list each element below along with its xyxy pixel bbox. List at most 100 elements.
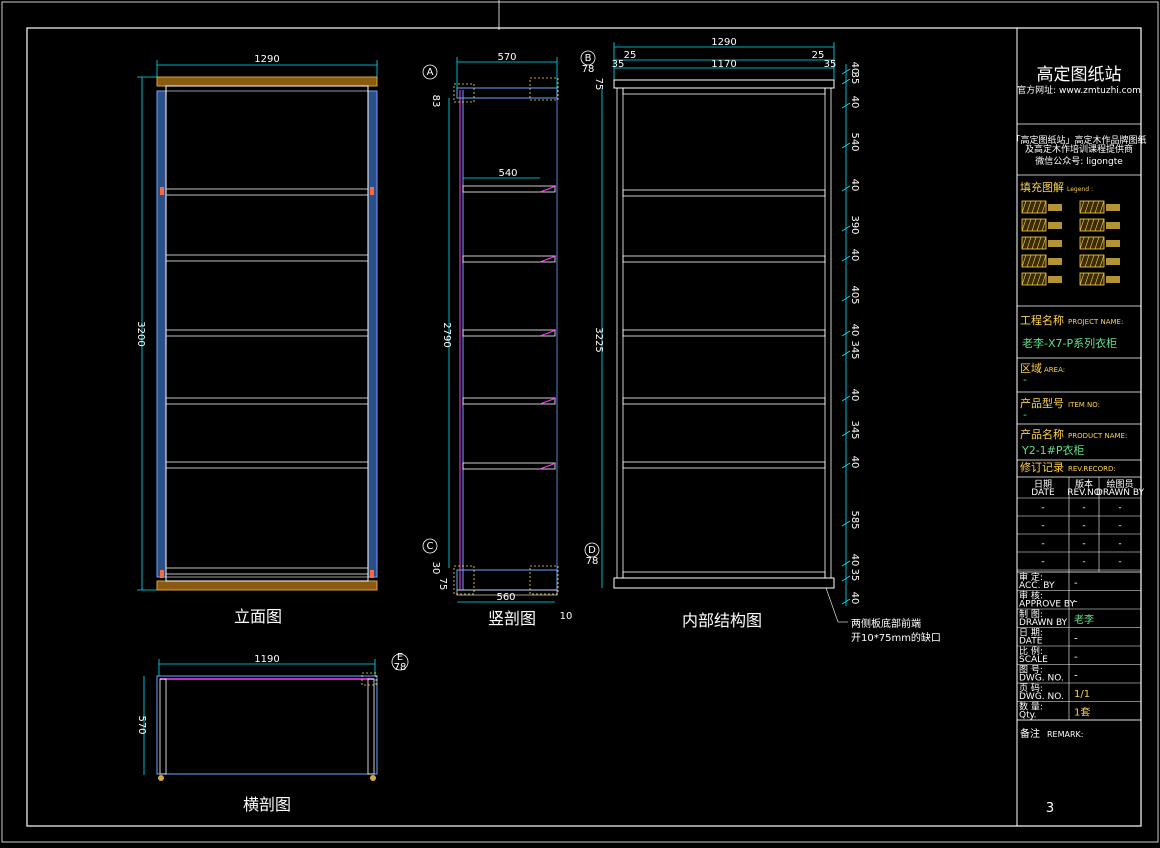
field-value: 1/1: [1074, 689, 1090, 700]
hsection-small-dim: 78: [394, 662, 407, 673]
internal-right-dim: 40: [849, 249, 860, 262]
internal-right-dim: 585: [849, 510, 860, 529]
field-label-en: Qty.: [1019, 711, 1037, 721]
internal-note-line1: 两侧板底部前端: [851, 617, 921, 630]
dim-tick: [841, 255, 851, 262]
internal-right-dim: 35: [849, 72, 860, 85]
internal-s-left-dim: 35: [612, 59, 625, 70]
project-value: 老李-X7-P系列衣柜: [1022, 336, 1117, 350]
elevation-width-dim: 1290: [254, 54, 279, 65]
rev-cell: -: [1082, 539, 1085, 549]
internal-s-right-dim: 35: [824, 59, 837, 70]
section-side-dim: 10: [560, 611, 573, 622]
brand-name: 高定图纸站: [1037, 65, 1122, 85]
elevation-height-dim: 3200: [135, 321, 146, 346]
section-d2-dim: 30: [430, 562, 441, 575]
rev-col-cn: 绘图员: [1106, 478, 1133, 490]
internal-right-dim: 40: [849, 179, 860, 192]
internal-right-dim: 345: [849, 420, 860, 439]
internal-inner-width-dim: 1170: [711, 59, 736, 70]
internal-right-dim: 40: [849, 592, 860, 605]
rev-cell: -: [1082, 521, 1085, 531]
section-top-small-dim: 78: [582, 64, 595, 75]
product-en: PRODUCT NAME:: [1068, 432, 1127, 440]
product-value: Y2-1#P衣柜: [1021, 443, 1085, 457]
field-label-en: ACC. BY: [1019, 581, 1055, 591]
section-tag-d: D: [588, 545, 596, 556]
item-en: ITEM NO:: [1068, 401, 1100, 409]
field-label-cn: 页 码:: [1019, 683, 1043, 694]
rev-cell: -: [1041, 557, 1044, 567]
page-number: 3: [1046, 801, 1054, 816]
item-label: 产品型号: [1020, 396, 1064, 410]
legend-swatch: [1079, 236, 1120, 250]
internal-right-dim: 40: [849, 96, 860, 109]
dim-tick: [841, 430, 851, 437]
legend-en: Legend :: [1067, 186, 1093, 193]
dim-tick: [841, 225, 851, 232]
field-value: -: [1074, 671, 1078, 682]
field-label-cn: 比 例:: [1019, 645, 1043, 657]
rev-cell: -: [1041, 521, 1044, 531]
dim-tick: [841, 350, 851, 357]
rev-col-en: DRAWN BY: [1096, 488, 1145, 498]
internal-structure-view: 1290 25 25 1170 35 35 3225 75 4035405404…: [593, 37, 941, 644]
legend-swatch: [1021, 236, 1062, 250]
dim-tick: [841, 68, 851, 75]
area-en: AREA:: [1044, 366, 1065, 374]
field-label-cn: 审 定:: [1019, 571, 1043, 583]
field-value: -: [1074, 578, 1078, 589]
field-value: 老李: [1074, 613, 1094, 626]
section-width-top-dim: 570: [497, 52, 516, 63]
rev-cell: -: [1118, 503, 1121, 513]
dim-tick: [841, 78, 851, 85]
intro-line1: 「高定图纸站」高定木作品牌图纸: [1011, 134, 1146, 146]
internal-top-left-dim: 75: [593, 78, 604, 91]
internal-right-dim: 40: [849, 324, 860, 337]
intro-line2: 及高定木作培训课程提供商: [1025, 143, 1133, 155]
field-label-en: DRAWN BY: [1019, 618, 1068, 628]
item-value: -: [1023, 408, 1027, 421]
hsection-depth-dim: 570: [136, 715, 147, 734]
dim-tick: [841, 330, 851, 337]
horizontal-section-view: 1190 570 E 78 横剖图: [136, 652, 409, 814]
dim-tick: [841, 520, 851, 527]
internal-w-right-dim: 25: [812, 50, 825, 61]
legend-swatch: [1079, 218, 1120, 232]
field-label-cn: 制 图:: [1019, 608, 1043, 620]
section-bot-small-dim: 78: [586, 556, 599, 567]
field-label-en: DWG. NO.: [1019, 692, 1064, 702]
field-label-cn: 日 期:: [1019, 628, 1043, 639]
section-tag-b: B: [585, 53, 592, 64]
legend-swatch: [1021, 254, 1062, 268]
section-tag-c: C: [427, 541, 434, 552]
title-block: 高定图纸站 官方网址: www.zmtuzhi.com 「高定图纸站」高定木作品…: [1011, 28, 1147, 826]
legend-swatch: [1079, 272, 1120, 286]
rev-col-cn: 日期: [1034, 479, 1052, 490]
section-title: 竖剖图: [488, 609, 536, 628]
rev-col-en: REV.NO: [1067, 488, 1101, 498]
field-label-en: SCALE: [1019, 655, 1048, 665]
field-label-en: APPROVE BY: [1019, 600, 1076, 610]
legend-swatch: [1021, 272, 1062, 286]
dim-tick: [841, 575, 851, 582]
hsection-tag: E: [397, 652, 403, 663]
dim-tick: [841, 395, 851, 402]
brand-website: 官方网址: www.zmtuzhi.com: [1017, 84, 1141, 96]
section-height-dim: 2790: [441, 322, 452, 347]
field-value: 1套: [1074, 706, 1090, 719]
section-width-bottom-dim: 560: [496, 592, 515, 603]
legend-swatch: [1079, 254, 1120, 268]
internal-right-dim: 40: [849, 554, 860, 567]
field-label-cn: 数 量:: [1019, 701, 1043, 713]
internal-w-left-dim: 25: [624, 50, 637, 61]
rev-col-en: DATE: [1031, 488, 1055, 498]
remark-label: 备注: [1020, 727, 1040, 740]
rev-cell: -: [1118, 539, 1121, 549]
hsection-title: 横剖图: [243, 795, 291, 814]
dim-tick: [841, 462, 851, 469]
internal-right-dim: 35: [849, 569, 860, 582]
field-label-cn: 审 核:: [1019, 590, 1043, 602]
